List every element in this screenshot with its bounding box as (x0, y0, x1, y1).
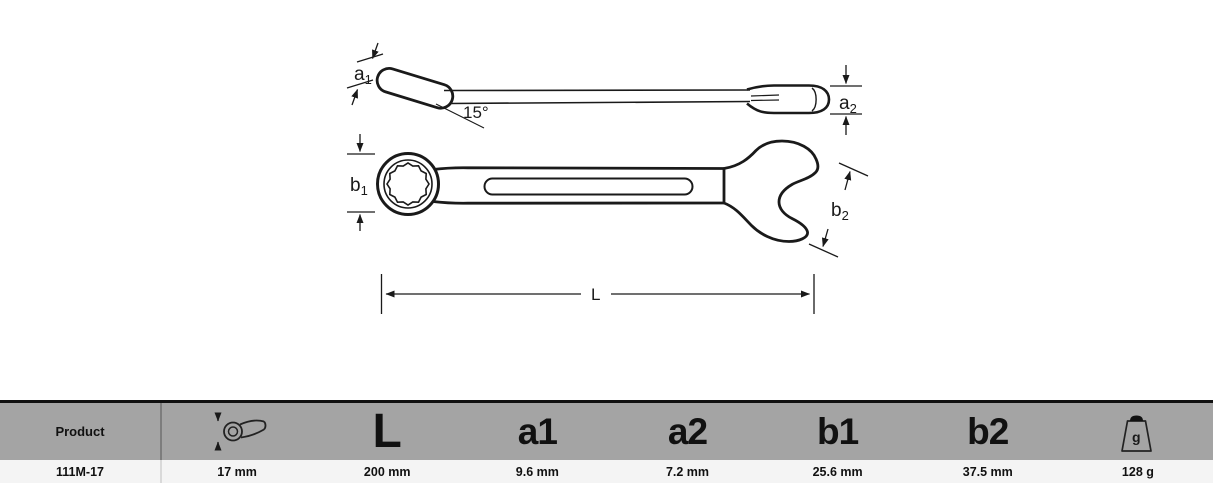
header-product-label: Product (55, 424, 105, 439)
cell-a1: 9.6 mm (462, 460, 612, 483)
b2-value: 37.5 mm (962, 464, 1013, 479)
header-length-label: L (372, 405, 402, 458)
wrench-diagram-svg: a1 15° a2 (346, 42, 869, 314)
dimension-a2: a2 (830, 65, 862, 135)
header-b2: b2 (913, 403, 1063, 460)
header-a2: a2 (612, 403, 762, 460)
header-a1: a1 (462, 403, 612, 460)
header-b1: b1 (763, 403, 913, 460)
weight-icon: g (1121, 415, 1152, 452)
wrench-side-view (375, 66, 831, 115)
label-b1: b1 (350, 175, 368, 198)
length-value: 200 mm (363, 464, 411, 479)
weight-unit-label: g (1132, 429, 1141, 445)
size-value: 17 mm (217, 464, 257, 479)
header-a1-label: a1 (517, 410, 558, 452)
a1-value: 9.6 mm (515, 464, 559, 479)
dimension-b1: b1 (347, 134, 375, 231)
dimension-a1: a1 (346, 42, 384, 106)
weight-value: 128 g (1121, 464, 1154, 479)
label-a2: a2 (839, 93, 857, 116)
cell-size: 17 mm (162, 460, 312, 483)
wrench-size-icon (214, 412, 267, 450)
label-b2: b2 (831, 200, 849, 223)
spec-table-header: Product L a1 a2 (0, 403, 1213, 460)
label-length: L (591, 285, 600, 304)
dimension-length: L (380, 274, 815, 314)
cell-b2: 37.5 mm (913, 460, 1063, 483)
spec-table: Product L a1 a2 (0, 400, 1213, 483)
table-row: 111M-17 17 mm 200 mm 9.6 mm 7.2 mm 25.6 … (0, 460, 1213, 483)
header-product: Product (0, 403, 162, 460)
header-weight: g (1063, 403, 1213, 460)
dimension-angle-15: 15° (435, 103, 489, 129)
label-15-degrees: 15° (463, 103, 489, 122)
cell-weight: 128 g (1063, 460, 1213, 483)
cell-product: 111M-17 (0, 460, 162, 483)
b1-value: 25.6 mm (812, 464, 863, 479)
header-a2-label: a2 (667, 410, 708, 452)
wrench-technical-drawing: a1 15° a2 (346, 42, 869, 314)
product-code: 111M-17 (56, 464, 104, 479)
cell-a2: 7.2 mm (612, 460, 762, 483)
cell-b1: 25.6 mm (763, 460, 913, 483)
header-length: L (312, 403, 462, 460)
cell-length: 200 mm (312, 460, 462, 483)
dimension-b2: b2 (808, 162, 869, 258)
header-size (162, 403, 312, 460)
wrench-front-view (376, 139, 820, 243)
header-b1-label: b1 (817, 410, 859, 452)
label-a1: a1 (354, 64, 372, 87)
header-b2-label: b2 (967, 410, 1009, 452)
a2-value: 7.2 mm (665, 464, 710, 479)
